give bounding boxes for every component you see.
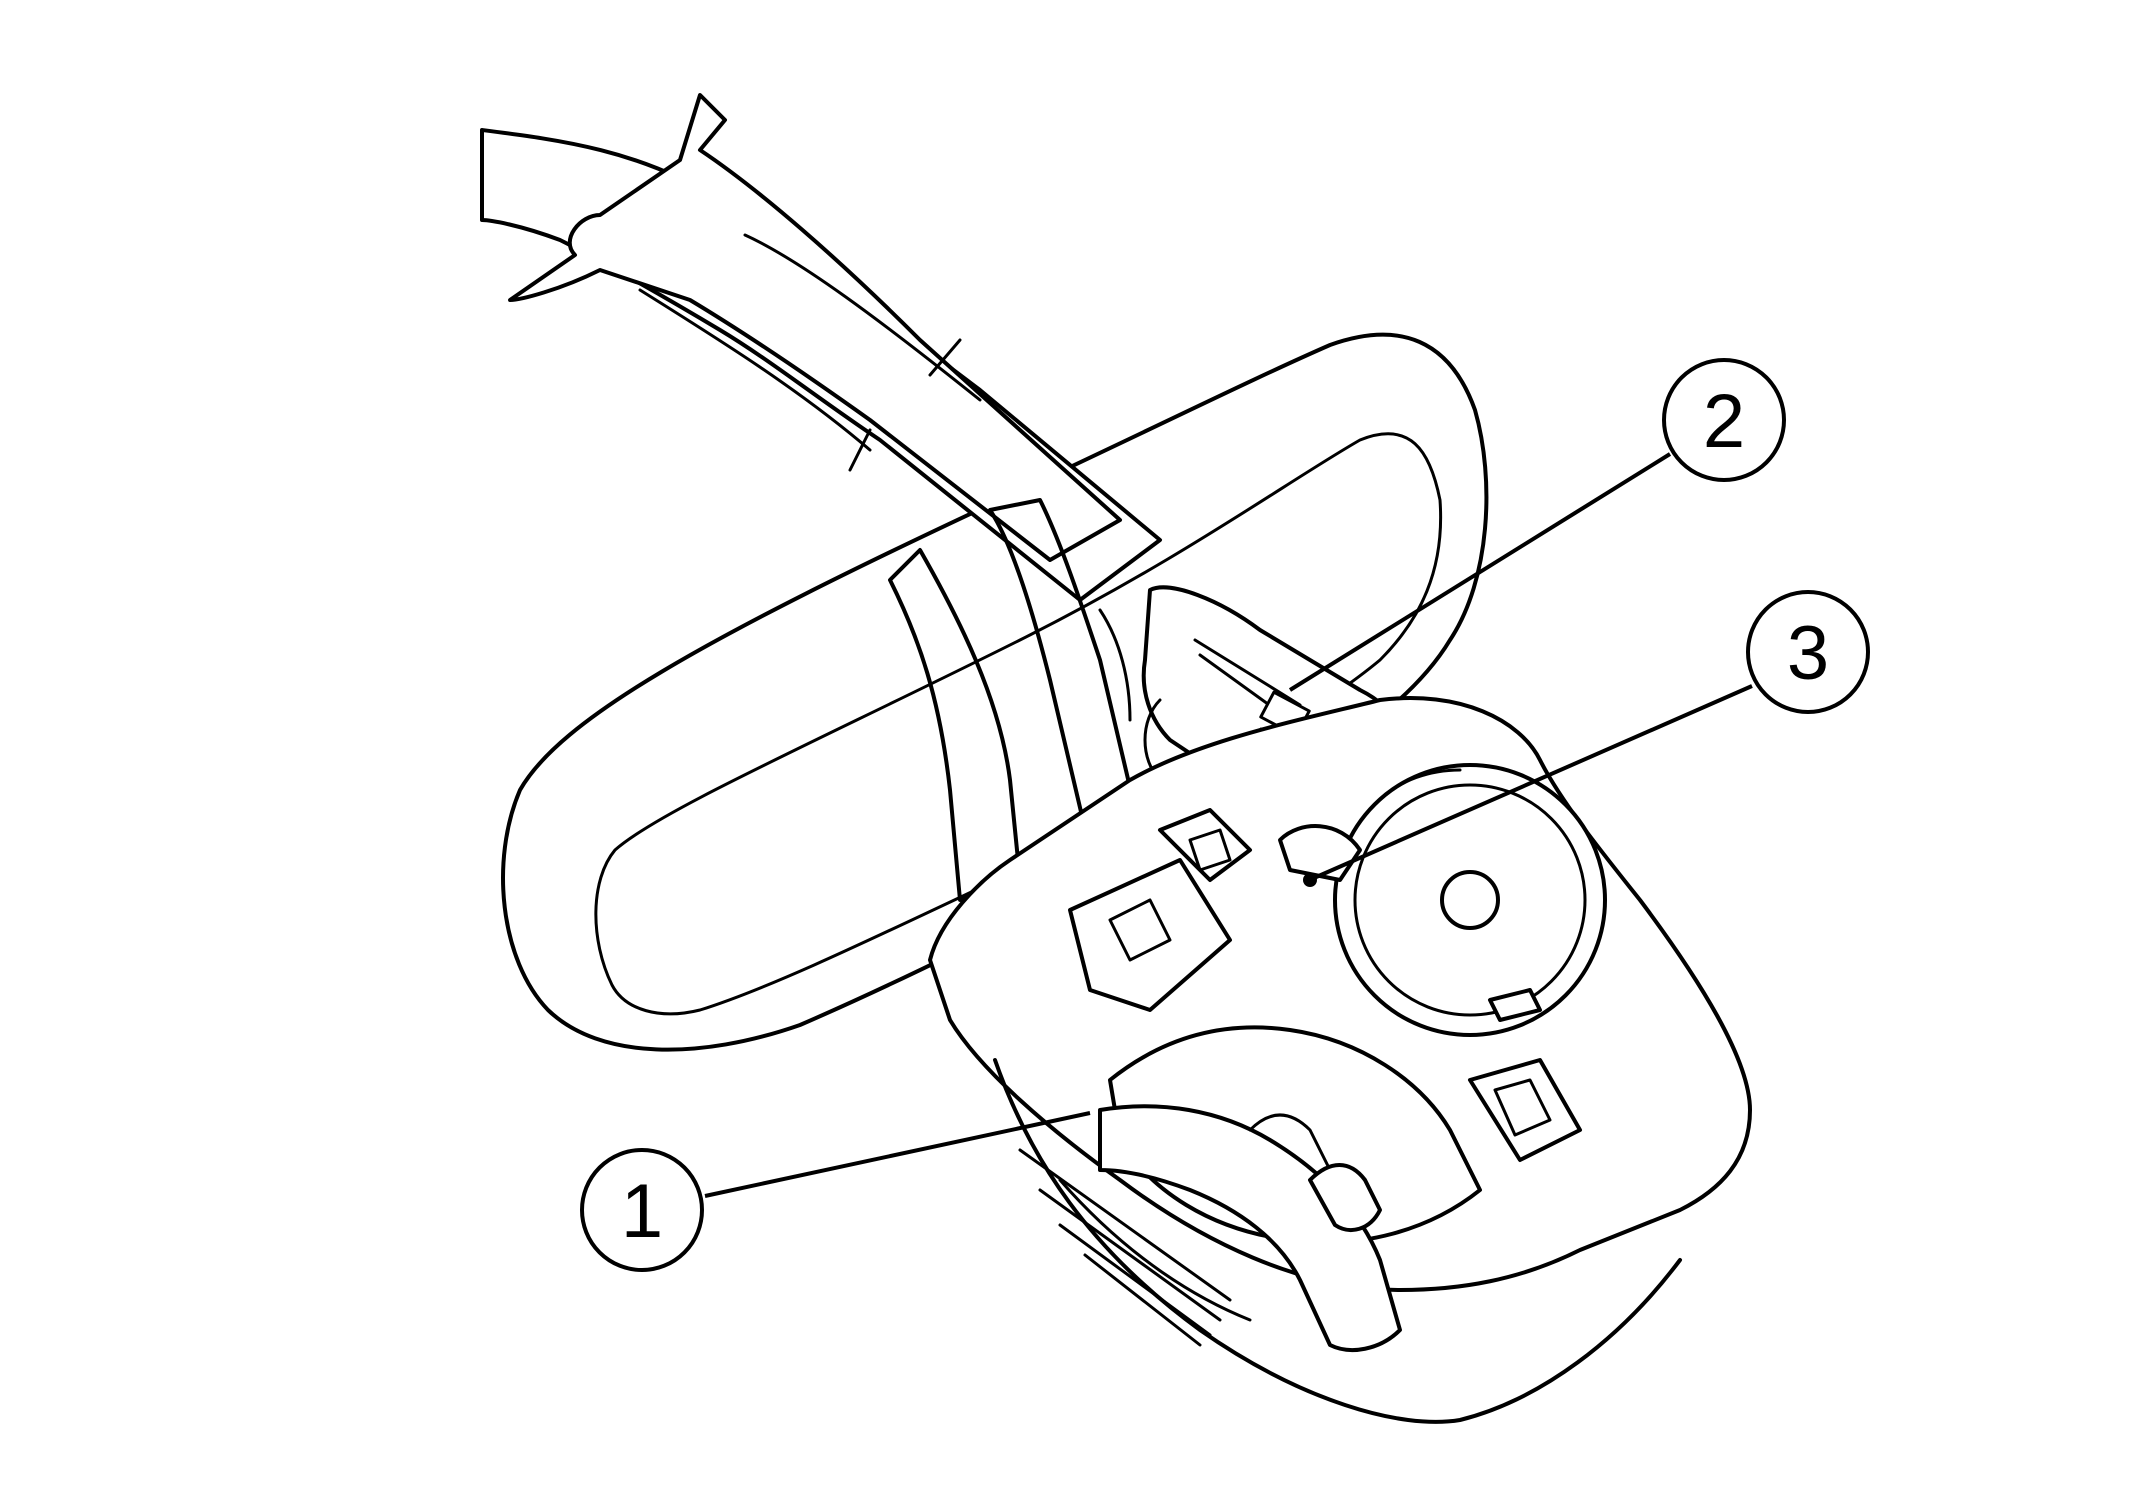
callout-1-circle [580, 1148, 704, 1272]
wire-harness [1098, 1104, 1402, 1352]
callout-1: 1 [580, 1111, 1091, 1272]
circular-sensor [1333, 763, 1607, 1037]
callout-1-leader [704, 1111, 1091, 1198]
callout-3-circle [1746, 590, 1870, 714]
callout-2-circle [1662, 358, 1786, 482]
callout-2-label: 2 [1703, 379, 1745, 464]
callout-3-label: 3 [1787, 611, 1829, 696]
callout-3-leader [1313, 684, 1753, 880]
callout-2: 2 [1288, 358, 1786, 692]
module-internals [1018, 763, 1607, 1352]
mounting-stem [480, 93, 1162, 902]
callout-1-label: 1 [621, 1169, 663, 1254]
callout-2-leader [1288, 452, 1672, 692]
callout-3: 3 [1313, 590, 1870, 880]
